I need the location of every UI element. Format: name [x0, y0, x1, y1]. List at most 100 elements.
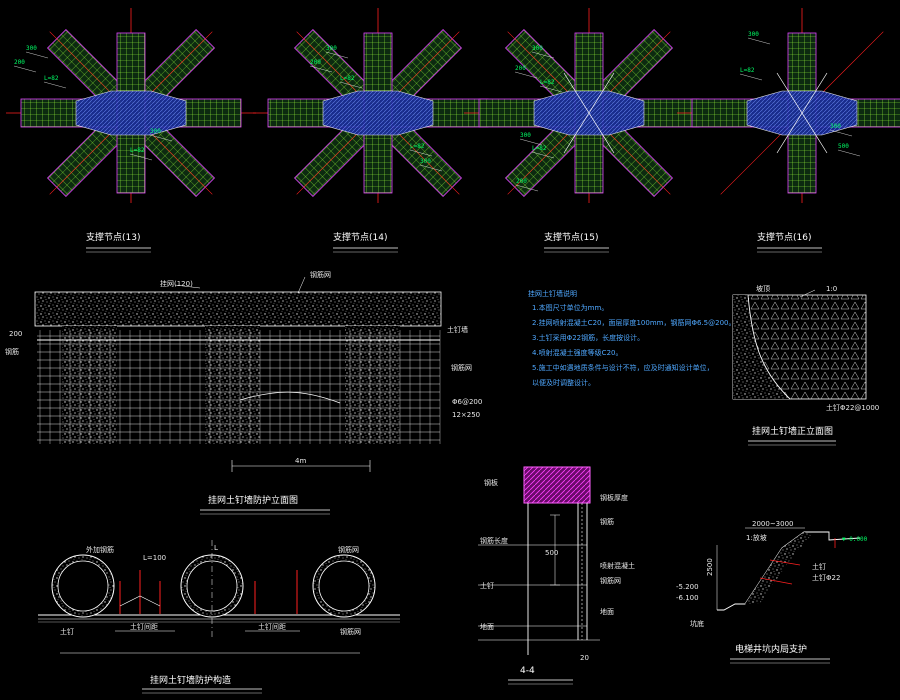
node-callout: 300: [326, 45, 337, 52]
pit-callout-2: 1:放坡: [746, 533, 767, 542]
section-callout-1: 钢板: [484, 478, 498, 487]
node-callout: 200: [515, 65, 526, 72]
node-callout: L=82: [540, 79, 555, 86]
pit-callout-3: 土钉: [812, 562, 826, 571]
notes-line-4: 4.喷射混凝土强度等级C20。: [532, 348, 622, 357]
elevation-cap-slab: [34, 291, 442, 327]
elevation-curve: [239, 391, 341, 404]
pipes-title: 挂网土钉墙防护构造: [150, 674, 231, 686]
pit-callout-8: 坑底: [690, 619, 704, 628]
pipes-callout-8: L: [214, 544, 218, 552]
pipes-callout-3: 钢筋网: [338, 545, 359, 554]
pipe-1: [51, 554, 115, 618]
elevation-pier-1: [62, 326, 117, 444]
section-callout-5: 喷射混凝土: [600, 561, 635, 570]
section-callout-10: 500: [545, 549, 558, 557]
pipes-callout-5: 土钉间距: [130, 622, 158, 631]
pit-callout-7: 土钉Φ22: [812, 573, 840, 582]
section-callout-11: 20: [580, 654, 589, 662]
node-callout: L=82: [532, 145, 547, 152]
slope-callout-1: 坡顶: [756, 284, 770, 293]
section-callout-4: 钢筋长度: [480, 536, 508, 545]
notes-line-3: 3.土钉采用Φ22钢筋，长度按设计。: [532, 333, 644, 342]
pipes-callout-6: 土钉间距: [258, 622, 286, 631]
section-callout-8: 地面: [600, 607, 614, 616]
pipes-detail: 外加钢筋 L=100 钢筋网 土钉 土钉间距 土钉间距 钢筋网 L 挂网土钉墙防…: [38, 540, 400, 694]
node-title: 支撑节点(15): [544, 231, 598, 243]
pipe-2: [180, 554, 244, 618]
pipes-callout-4: 土钉: [60, 627, 74, 636]
notes-line-1: 1.本图尺寸单位为mm。: [532, 303, 608, 312]
section-cap: [523, 466, 591, 504]
node-callout: 300: [532, 45, 543, 52]
pit-slope-fill: [745, 532, 812, 604]
soil-nail-elevation: 4m 钢筋网 挂网(120) 200 钢筋 土钉墙 钢筋网 Φ6@200 12×…: [5, 270, 482, 515]
pit-callout-1: 2000~3000: [752, 520, 794, 528]
node-callout: 300: [420, 158, 431, 165]
elevation-callout-6: 钢筋网: [451, 363, 472, 372]
pit-callout-5: -6.100: [676, 594, 699, 602]
elevation-callout-7: Φ6@200: [452, 398, 482, 406]
notes-line-5: 5.施工中如遇地质条件与设计不符，应及时通知设计单位，: [532, 363, 714, 372]
node-haunch: [322, 90, 434, 136]
section-callout-6: 钢筋网: [600, 576, 621, 585]
section-callout-3: 钢筋: [600, 517, 614, 526]
section-callout-9: 地面: [480, 622, 494, 631]
elevation-mesh-grid: [37, 330, 441, 444]
elevation-pier-2: [205, 326, 260, 444]
pipes-callout-2: L=100: [143, 554, 166, 562]
notes-line-2: 2.挂网喷射混凝土C20，面层厚度100mm，钢筋网Φ6.5@200。: [532, 318, 735, 327]
pipes-callout-7: 钢筋网: [340, 627, 361, 636]
section-callout-7: 土钉: [480, 581, 494, 590]
node-callout: 300: [520, 132, 531, 139]
pipe-group: [51, 554, 376, 618]
node-callout: 300: [150, 128, 161, 135]
node-callout: 200: [310, 59, 321, 66]
section-callout-2: 钢板厚度: [600, 493, 628, 502]
elevation-dim: 4m: [295, 457, 306, 465]
pit-title: 电梯井坑内局支护: [735, 643, 807, 655]
pipe-3: [312, 554, 376, 618]
node-callout: 300: [830, 123, 841, 130]
elevation-callout-3: 200: [9, 330, 22, 338]
slope-front-view: 坡顶 1:0 土钉Φ22@1000 挂网土钉墙正立面图: [732, 284, 879, 446]
notes-heading: 挂网土钉墙说明: [528, 289, 577, 298]
slope-callout-2: 1:0: [826, 285, 837, 293]
node-callout: L=82: [410, 143, 425, 150]
node-callout: 300: [748, 31, 759, 38]
bracing-nodes-row: 300200L=82300L=82支撑节点(13)300200L=82L=823…: [6, 8, 900, 253]
elevation-callout-4: 钢筋: [5, 347, 19, 356]
pit-callout-4: -5.200: [676, 583, 699, 591]
section-4-4: 钢板 钢板厚度 钢筋 钢筋长度 喷射混凝土 钢筋网 土钉 地面 地面 500 2…: [478, 466, 635, 685]
node-callout: 300: [26, 45, 37, 52]
elevation-callout-8: 12×250: [452, 411, 480, 419]
notes-block: 挂网土钉墙说明 1.本图尺寸单位为mm。 2.挂网喷射混凝土C20，面层厚度10…: [528, 289, 735, 387]
pit-callout-6: 2500: [706, 558, 714, 576]
elevation-callout-2: 挂网(120): [160, 279, 193, 288]
pipes-callout-1: 外加钢筋: [86, 545, 114, 554]
section-title: 4-4: [520, 666, 535, 676]
elevation-title: 挂网土钉墙防护立面图: [208, 494, 298, 506]
elevation-callout-1: 钢筋网: [310, 270, 331, 279]
node-callout: 200: [516, 178, 527, 185]
node-callout: L=82: [130, 147, 145, 154]
elevator-pit-support: 2000~3000 1:放坡 土钉 -5.200 -6.100 2500 土钉Φ…: [676, 520, 868, 664]
node-title: 支撑节点(13): [86, 231, 140, 243]
slope-soil-wedge: [733, 295, 790, 399]
node-callout: L=82: [44, 75, 59, 82]
node-callout: 500: [838, 143, 849, 150]
svg-text:▼-0.000: ▼-0.000: [842, 536, 868, 543]
node-haunch: [75, 90, 187, 136]
node-callout: L=82: [340, 75, 355, 82]
node-title: 支撑节点(14): [333, 231, 387, 243]
elevation-pier-3: [345, 326, 400, 444]
slope-callout-3: 土钉Φ22@1000: [826, 403, 879, 412]
slope-title: 挂网土钉墙正立面图: [752, 425, 833, 437]
elevation-callout-5: 土钉墙: [447, 325, 468, 334]
node-callout: 200: [14, 59, 25, 66]
